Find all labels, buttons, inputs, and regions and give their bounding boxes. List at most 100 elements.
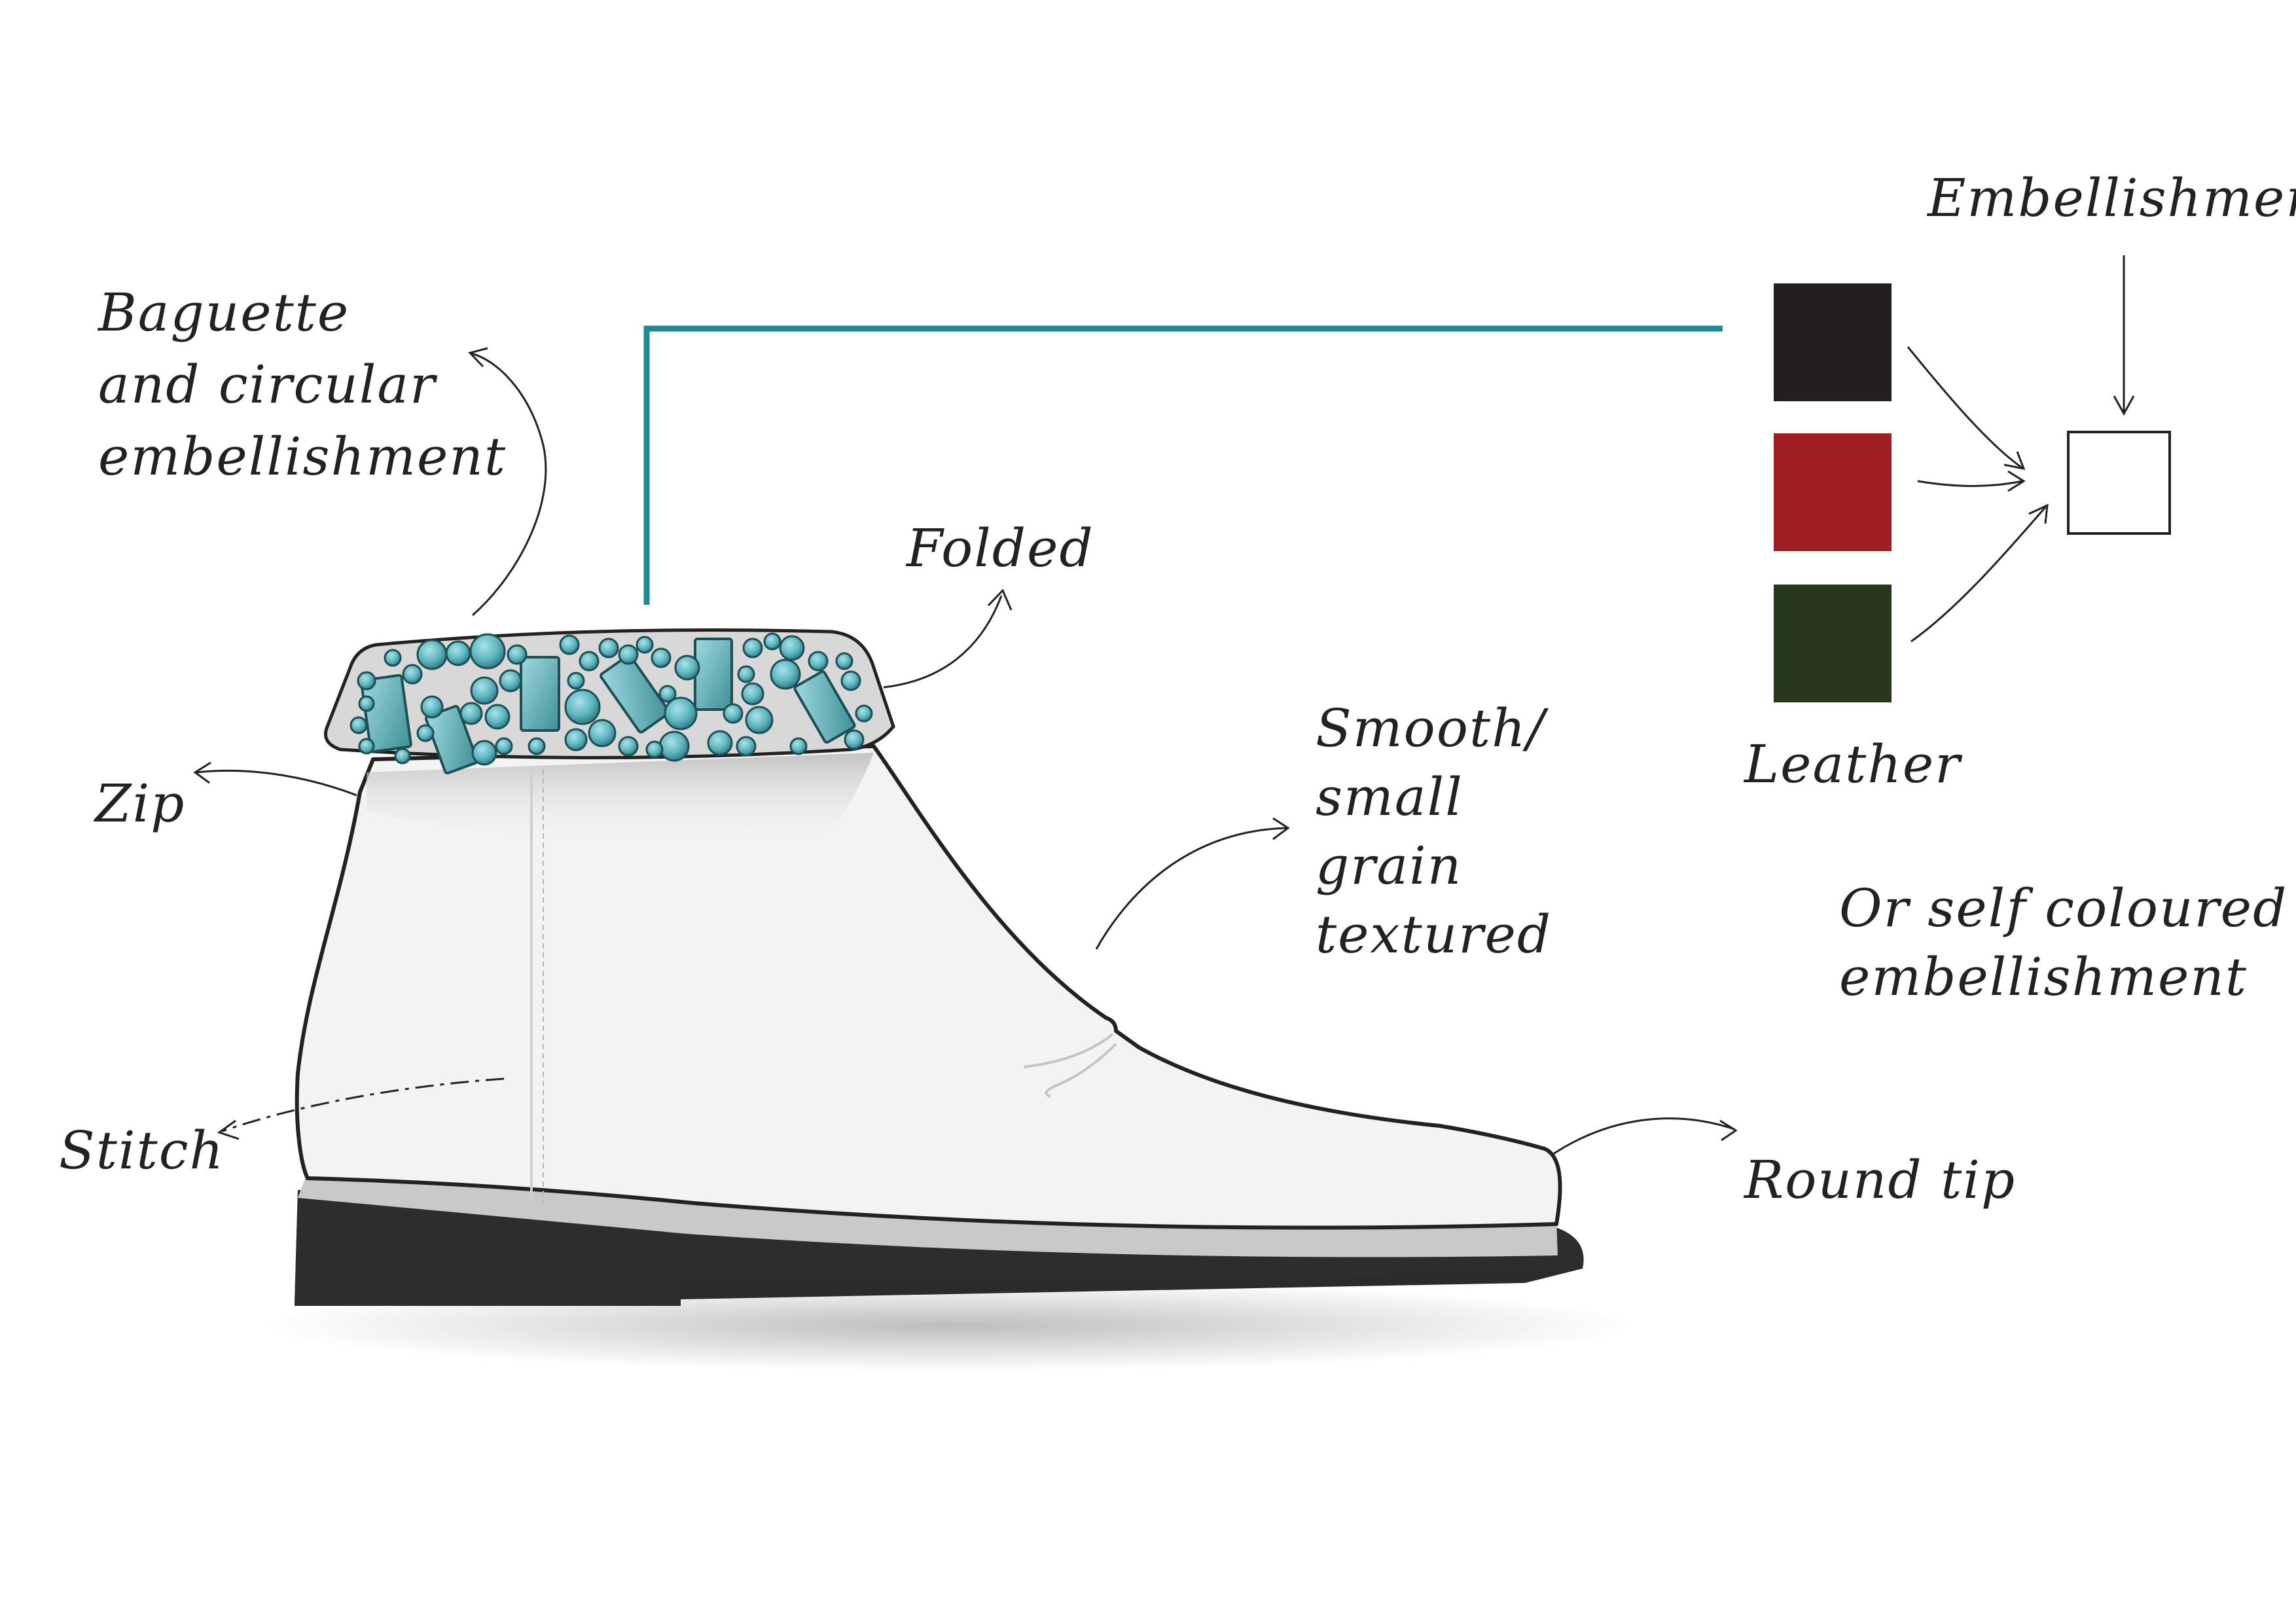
circular-gem [402, 664, 423, 685]
swatch-black [1774, 283, 1892, 401]
boot-upper [295, 744, 1562, 1230]
arrow-green [1910, 507, 2047, 643]
circular-gem [416, 639, 448, 670]
circular-gem [350, 716, 368, 734]
self-label-line2: embellishment [1839, 947, 2248, 1007]
circular-gem [358, 738, 375, 755]
circular-gem [737, 665, 755, 683]
circular-gem [723, 703, 744, 724]
baguette-gem [694, 638, 733, 711]
circular-gem [528, 737, 546, 755]
annotation-self-coloured: Or self coloured embellishment [1839, 878, 2287, 1007]
circular-gem [779, 635, 805, 661]
circular-gem [789, 737, 808, 755]
circular-gem [469, 633, 506, 670]
self-label-line1: Or self coloured [1839, 878, 2287, 939]
cuff-shadow [367, 753, 874, 848]
connector-line [643, 325, 1723, 605]
circular-gem [664, 696, 698, 731]
baguette-arrow [471, 352, 547, 617]
circular-gem [588, 719, 617, 748]
circular-gem [707, 730, 733, 756]
vamp-crease [1024, 1033, 1117, 1098]
embellishment-label: Embellishment [1926, 168, 2296, 228]
circular-gem [651, 647, 672, 668]
smooth-label-line4: textured [1316, 904, 1552, 965]
embellishment-legend: Embellishment [1907, 168, 2296, 643]
embellishment-swatch [2067, 431, 2171, 535]
annotation-round-tip: Round tip [1551, 1117, 2016, 1210]
baguette-gem [360, 674, 412, 753]
baguette-gem [793, 670, 856, 744]
circular-gem [559, 634, 580, 655]
baguette-label-line3: embellishment [98, 426, 507, 487]
arrow-red [1917, 480, 2023, 487]
circular-gem [484, 704, 511, 730]
round-tip-arrow [1551, 1117, 1735, 1157]
circular-gem [745, 706, 774, 734]
circular-gem [674, 655, 700, 681]
stitch-arrow [222, 1077, 505, 1132]
baguette-gem [600, 654, 670, 734]
circular-gem [420, 695, 444, 719]
stitch-label: Stitch [59, 1120, 224, 1181]
baguette-label-line2: and circular [98, 354, 438, 415]
circular-gem [567, 672, 585, 690]
circular-gem [855, 704, 873, 723]
circular-gem [499, 669, 522, 693]
circular-gem [357, 671, 376, 691]
circular-gem [658, 731, 690, 762]
circular-gem [579, 651, 600, 672]
embellished-cuff [324, 628, 895, 774]
circular-gem [564, 728, 588, 751]
zip-label: Zip [93, 773, 185, 834]
folded-label: Folded [905, 518, 1094, 579]
zip-arrow [196, 769, 357, 797]
smooth-label-line2: small [1316, 767, 1463, 827]
circular-gem [445, 640, 471, 666]
swatch-green [1774, 585, 1892, 702]
circular-gem [808, 651, 829, 672]
circular-gem [564, 689, 601, 725]
circular-gem [742, 638, 763, 659]
circular-gem [470, 676, 499, 705]
arrow-black [1907, 346, 2023, 469]
annotation-folded: Folded [883, 518, 1094, 689]
circular-gem [495, 737, 513, 755]
folded-arrow [883, 595, 1003, 689]
circular-gem [736, 736, 757, 757]
circular-gem [636, 636, 654, 654]
swatch-red [1774, 433, 1892, 551]
circular-gem [384, 649, 402, 667]
circular-gem [598, 638, 619, 659]
annotation-baguette: Baguette and circular embellishment [97, 282, 547, 617]
circular-gem [394, 748, 411, 765]
baguette-gem [520, 656, 560, 732]
circular-gem [844, 729, 865, 750]
annotation-zip: Zip [93, 761, 357, 834]
circular-gem [618, 736, 639, 757]
round-tip-label: Round tip [1743, 1149, 2016, 1210]
circular-gem [770, 659, 801, 690]
annotation-smooth: Smooth/ small grain textured [1095, 698, 1552, 965]
leather-label: Leather [1743, 734, 1963, 795]
circular-gem [658, 685, 677, 703]
circular-gem [416, 724, 435, 742]
circular-gem [507, 644, 528, 665]
circular-gem [763, 632, 781, 651]
smooth-label-line1: Smooth/ [1316, 698, 1549, 759]
circular-gem [835, 652, 853, 670]
circular-gem [741, 682, 764, 706]
smooth-arrow [1095, 827, 1287, 950]
annotation-stitch: Stitch [59, 1077, 505, 1181]
circular-gem [358, 695, 375, 712]
smooth-label-line3: grain [1316, 835, 1462, 896]
circular-gem [459, 702, 483, 725]
circular-gem [645, 740, 664, 759]
baguette-label-line1: Baguette [97, 282, 350, 343]
circular-gem [618, 644, 639, 665]
circular-gem [840, 670, 861, 691]
circular-gem [471, 740, 497, 766]
leather-swatches: Leather [1743, 283, 1963, 795]
